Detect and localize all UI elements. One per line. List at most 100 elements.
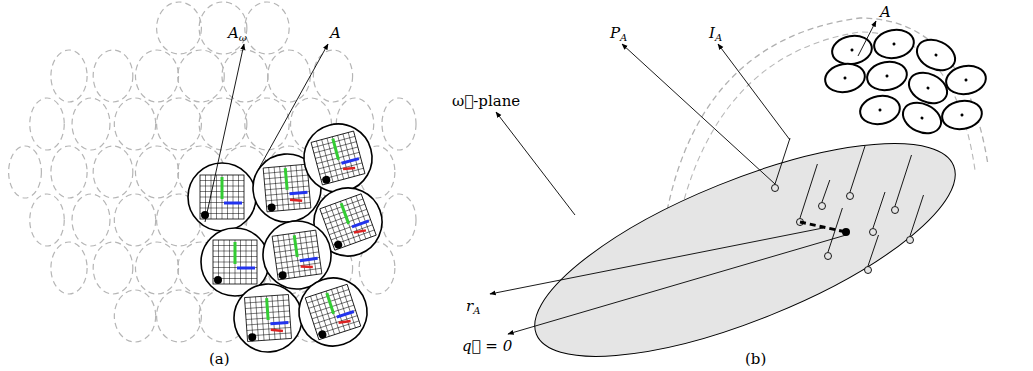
patch-dot bbox=[321, 175, 331, 185]
leader-line bbox=[205, 44, 244, 222]
grid-line bbox=[246, 322, 290, 325]
grid-line bbox=[227, 175, 228, 219]
blue-bar bbox=[290, 192, 308, 194]
grid-line bbox=[266, 197, 310, 201]
blue-bar bbox=[224, 202, 242, 205]
normal-line bbox=[910, 195, 924, 236]
grid-frame bbox=[213, 240, 257, 284]
dashed-patch bbox=[51, 242, 87, 294]
leader-line bbox=[490, 228, 823, 294]
dashed-patch bbox=[135, 146, 178, 198]
dashed-patch bbox=[222, 50, 268, 102]
dashed-patch bbox=[157, 2, 202, 54]
green-bar bbox=[221, 177, 224, 199]
dashed-patch bbox=[157, 98, 202, 150]
dashed-patch bbox=[9, 146, 42, 198]
leader-lines bbox=[205, 21, 876, 334]
r-segment bbox=[800, 222, 846, 232]
grid-line bbox=[291, 166, 295, 210]
leader-line bbox=[718, 44, 790, 140]
grid-line bbox=[247, 327, 291, 330]
green-bar bbox=[333, 139, 339, 160]
grid-line bbox=[213, 267, 257, 268]
dashed-patch bbox=[199, 2, 247, 54]
grid-line bbox=[331, 225, 372, 240]
leader-line bbox=[858, 21, 876, 56]
patch-dot bbox=[278, 271, 287, 280]
grid-line bbox=[329, 220, 370, 235]
patch-dot bbox=[333, 240, 343, 250]
grid-line bbox=[235, 240, 236, 284]
patch-outline bbox=[872, 27, 916, 62]
patch-dot bbox=[214, 276, 222, 284]
patch-label: Aω bbox=[228, 24, 247, 42]
patch-outline bbox=[232, 282, 305, 355]
patch bbox=[296, 116, 379, 199]
dashed-patch bbox=[178, 50, 225, 102]
grid-line bbox=[305, 232, 311, 276]
patch-outline bbox=[188, 163, 256, 231]
dashed-patch bbox=[114, 194, 155, 246]
dashed-patch bbox=[135, 50, 178, 102]
leader-line bbox=[508, 235, 846, 334]
green-bar bbox=[267, 298, 269, 320]
dashed-patch bbox=[268, 50, 311, 102]
radius-label: rA bbox=[466, 297, 480, 315]
plane-points bbox=[772, 138, 924, 274]
blue-bar bbox=[237, 267, 255, 270]
grid-line bbox=[200, 202, 244, 203]
dashed-patch bbox=[313, 50, 352, 102]
grid-line bbox=[222, 175, 223, 219]
plane-point bbox=[870, 229, 877, 236]
blue-bar bbox=[270, 323, 288, 324]
set-label: A bbox=[330, 24, 341, 42]
grid-frame bbox=[305, 284, 360, 339]
blue-bar bbox=[341, 159, 358, 164]
dashed-patch bbox=[157, 290, 202, 342]
dashed-patch bbox=[93, 146, 133, 198]
red-bar bbox=[343, 166, 355, 171]
normal-line bbox=[822, 180, 830, 202]
red-bar bbox=[354, 228, 366, 234]
patch-outline bbox=[898, 97, 946, 139]
normal-line bbox=[873, 192, 885, 228]
patch-center bbox=[878, 108, 881, 111]
grid-line bbox=[326, 291, 340, 333]
normal-line bbox=[850, 146, 865, 192]
patch-outline bbox=[940, 98, 984, 133]
patch-center bbox=[920, 116, 924, 120]
patch-dot bbox=[267, 203, 276, 212]
top-patches bbox=[823, 27, 988, 139]
dashed-patch bbox=[72, 194, 110, 246]
grid-line bbox=[294, 233, 300, 277]
dashed-patch bbox=[114, 290, 155, 342]
point-label: PA bbox=[610, 24, 627, 42]
green-bar bbox=[327, 293, 334, 314]
patch-center bbox=[964, 78, 967, 81]
patch bbox=[858, 93, 902, 128]
patch-outline bbox=[290, 269, 376, 355]
dashed-patch bbox=[135, 242, 178, 294]
grid-frame bbox=[263, 164, 311, 212]
plane-point bbox=[772, 185, 779, 192]
grid-line bbox=[338, 135, 349, 178]
blue-bar bbox=[352, 221, 369, 227]
green-bar bbox=[234, 242, 237, 264]
plane-label: ω⃗-plane bbox=[452, 92, 520, 110]
red-bar bbox=[290, 199, 302, 202]
grid-line bbox=[272, 296, 275, 340]
line-label: IA bbox=[709, 24, 722, 42]
dashed-patch bbox=[30, 194, 64, 246]
patch-center bbox=[885, 74, 888, 77]
grid-line bbox=[343, 134, 354, 177]
patch-dot bbox=[248, 333, 257, 342]
green-bar bbox=[285, 168, 287, 190]
grid-line bbox=[302, 165, 306, 209]
patch-outline bbox=[865, 59, 909, 94]
patch-dot bbox=[317, 329, 327, 339]
omega-plane bbox=[510, 101, 980, 371]
patch bbox=[898, 97, 946, 139]
patch bbox=[944, 63, 988, 98]
grid-line bbox=[283, 295, 286, 339]
grid-line bbox=[240, 240, 241, 284]
